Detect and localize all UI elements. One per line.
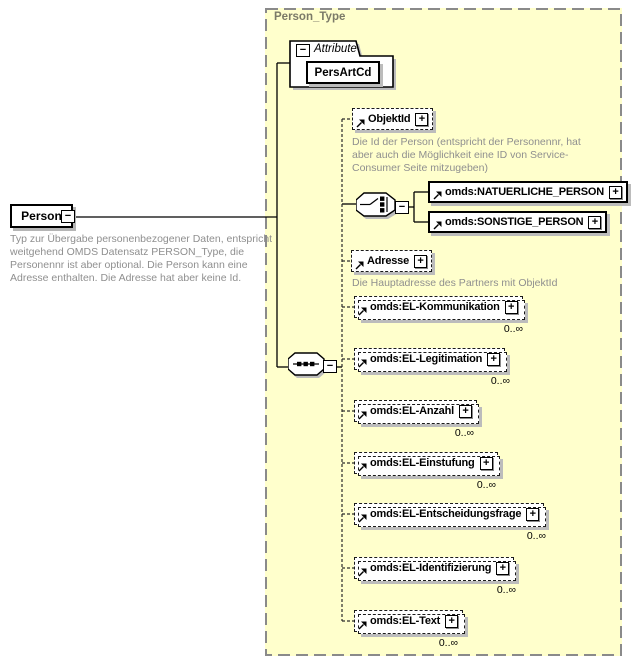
- cardinality-label: 0..∞: [438, 637, 458, 649]
- reference-arrow-icon: [355, 261, 364, 270]
- expand-icon[interactable]: +: [479, 456, 493, 470]
- expand-icon[interactable]: +: [415, 112, 429, 126]
- element-label: omds:EL-Identifizierung: [370, 562, 492, 574]
- element-label: Person: [21, 209, 62, 223]
- cardinality-label: 0..∞: [476, 479, 496, 491]
- reference-arrow-icon: [358, 359, 367, 368]
- expand-icon[interactable]: +: [487, 352, 501, 366]
- person-type-panel: [265, 8, 622, 656]
- attribute-label: PersArtCd: [314, 66, 372, 79]
- expand-icon[interactable]: +: [609, 185, 622, 199]
- attribute-persartcd[interactable]: PersArtCd: [306, 61, 380, 84]
- expand-icon[interactable]: +: [526, 507, 540, 521]
- element-annotation: Die Id der Person (entspricht der Person…: [352, 136, 581, 174]
- reference-arrow-icon: [433, 191, 442, 200]
- collapse-icon[interactable]: −: [296, 44, 310, 57]
- expand-icon[interactable]: +: [504, 300, 518, 314]
- element-el-entscheidungsfrage[interactable]: omds:EL-Entscheidungsfrage +: [354, 503, 547, 527]
- panel-title: Person_Type: [274, 11, 346, 23]
- element-label: omds:EL-Anzahl: [370, 405, 454, 417]
- element-el-anzahl[interactable]: omds:EL-Anzahl +: [354, 400, 479, 424]
- reference-arrow-icon: [358, 411, 367, 420]
- element-label: omds:SONSTIGE_PERSON: [445, 216, 584, 228]
- attributes-header: Attribute: [314, 43, 357, 55]
- reference-arrow-icon: [358, 568, 367, 577]
- reference-arrow-icon: [433, 221, 442, 230]
- element-label: omds:EL-Kommunikation: [370, 301, 500, 313]
- element-label: omds:NATUERLICHE_PERSON: [445, 186, 604, 198]
- reference-arrow-icon: [356, 119, 365, 128]
- expand-icon[interactable]: +: [414, 254, 428, 268]
- cardinality-label: 0..∞: [526, 530, 546, 542]
- sequence-icon[interactable]: [288, 352, 342, 379]
- cardinality-label: 0..∞: [496, 584, 516, 596]
- cardinality-label: 0..∞: [490, 375, 510, 387]
- element-el-legitimation[interactable]: omds:EL-Legitimation +: [354, 348, 508, 372]
- collapse-icon[interactable]: −: [323, 360, 337, 373]
- element-label: ObjektId: [368, 113, 411, 125]
- expand-icon[interactable]: +: [496, 561, 510, 575]
- expand-icon[interactable]: +: [458, 404, 472, 418]
- element-label: Adresse: [367, 255, 410, 267]
- collapse-icon[interactable]: −: [61, 210, 75, 223]
- reference-arrow-icon: [358, 463, 367, 472]
- reference-arrow-icon: [358, 307, 367, 316]
- cardinality-label: 0..∞: [454, 427, 474, 439]
- element-el-kommunikation[interactable]: omds:EL-Kommunikation +: [354, 296, 525, 320]
- element-label: omds:EL-Entscheidungsfrage: [370, 508, 522, 520]
- element-adresse[interactable]: Adresse +: [351, 250, 433, 272]
- element-el-text[interactable]: omds:EL-Text +: [354, 610, 466, 634]
- choice-icon[interactable]: [356, 192, 414, 220]
- element-objektid[interactable]: ObjektId +: [352, 108, 434, 130]
- element-label: omds:EL-Einstufung: [370, 457, 475, 469]
- element-el-einstufung[interactable]: omds:EL-Einstufung +: [354, 452, 500, 476]
- expand-icon[interactable]: +: [445, 614, 459, 628]
- element-sonstige-person[interactable]: omds:SONSTIGE_PERSON +: [428, 211, 608, 233]
- element-label: omds:EL-Legitimation: [370, 353, 483, 365]
- expand-icon[interactable]: +: [588, 215, 602, 229]
- element-annotation: Typ zur Übergabe personenbezogener Daten…: [10, 233, 273, 284]
- reference-arrow-icon: [358, 621, 367, 630]
- element-label: omds:EL-Text: [370, 615, 441, 627]
- collapse-icon[interactable]: −: [395, 201, 409, 214]
- element-el-identifizierung[interactable]: omds:EL-Identifizierung +: [354, 557, 517, 581]
- cardinality-label: 0..∞: [503, 323, 523, 335]
- element-annotation: Die Hauptadresse des Partners mit Objekt…: [352, 277, 558, 289]
- element-natuerliche-person[interactable]: omds:NATUERLICHE_PERSON +: [428, 181, 628, 203]
- reference-arrow-icon: [358, 514, 367, 523]
